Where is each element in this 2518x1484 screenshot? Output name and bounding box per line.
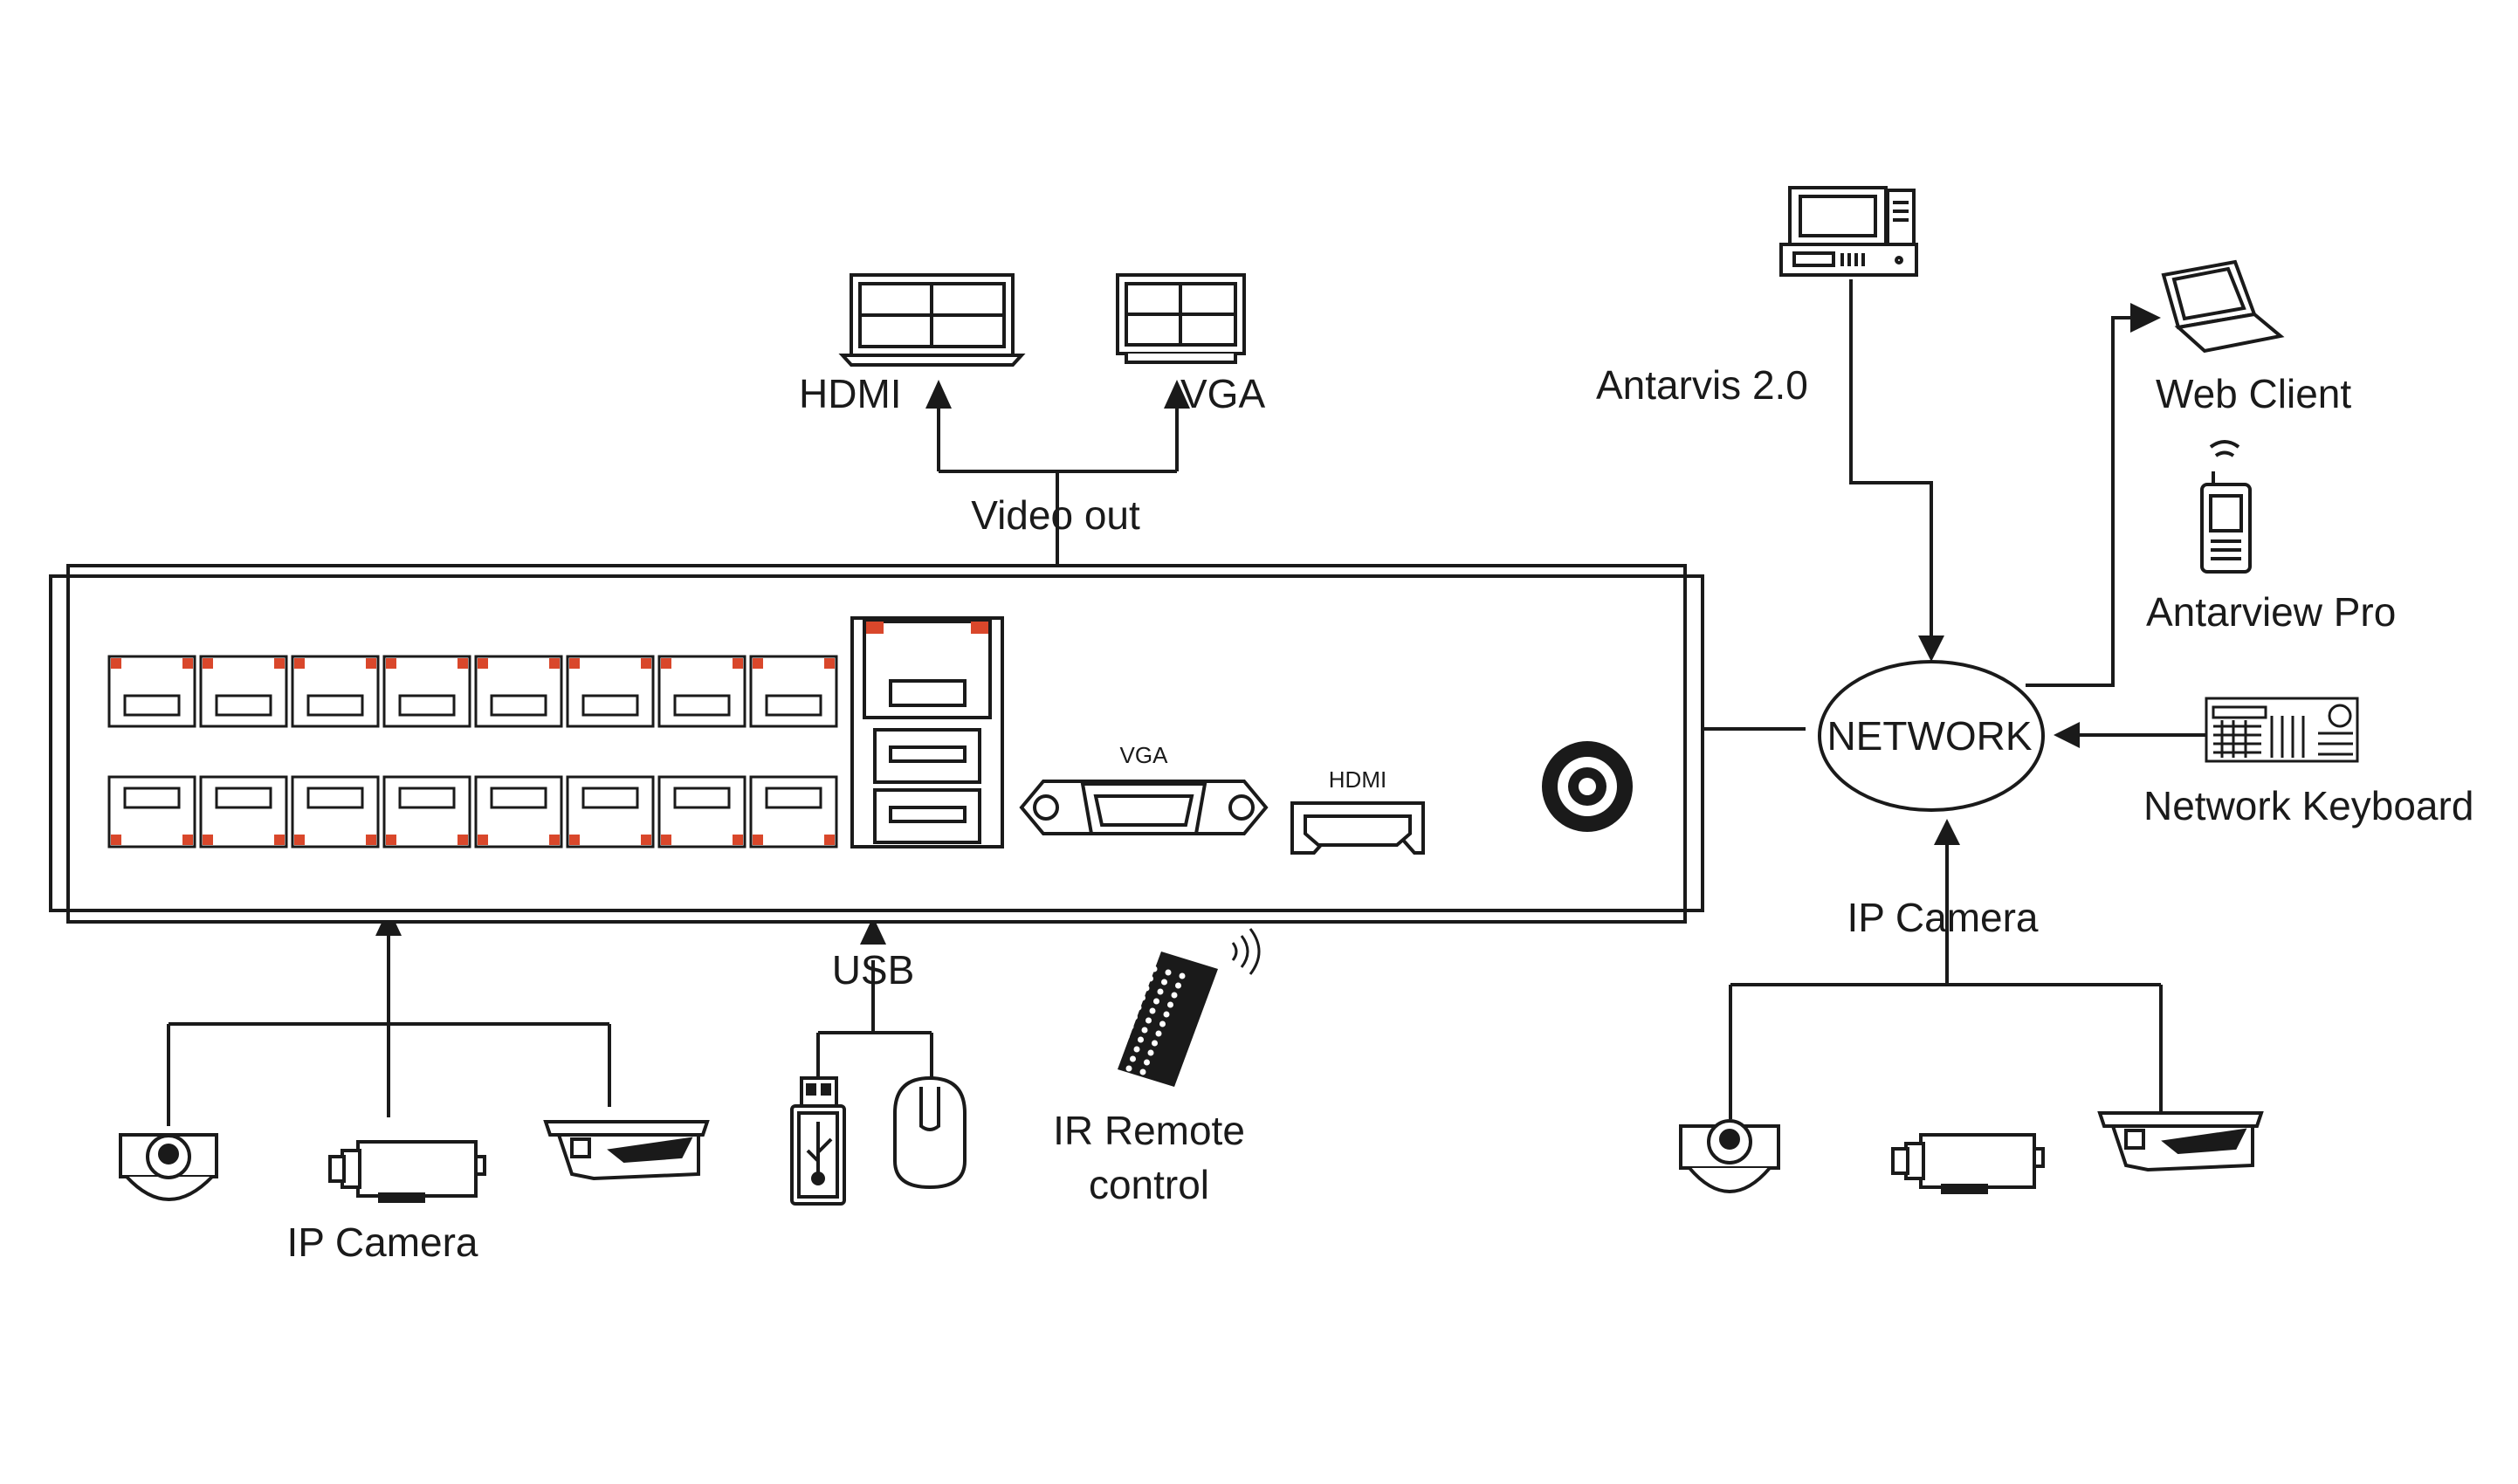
poe-port	[199, 655, 288, 728]
arrow-right-web-client	[2130, 303, 2161, 333]
mouse-icon	[893, 1075, 967, 1190]
video-out-label: Video out	[971, 492, 1140, 538]
remote-control-icon	[1111, 928, 1261, 1087]
arrow-left-keyboard	[2054, 722, 2080, 748]
antarview-pro-label: Antarview Pro	[2146, 589, 2397, 635]
hdmi-monitor-icon	[838, 273, 1026, 367]
web-client-label: Web Client	[2156, 371, 2352, 416]
keyboard-controller-icon	[2205, 697, 2359, 763]
laptop-icon	[2161, 259, 2285, 354]
mobile-phone-icon	[2200, 440, 2252, 574]
poe-port	[749, 655, 838, 728]
dome-camera-icon	[119, 1133, 218, 1201]
arrow-up-vga	[1164, 380, 1190, 409]
panel-vga-label: VGA	[1119, 742, 1168, 768]
network-node	[1818, 660, 2045, 812]
box-camera-right-icon	[1891, 1133, 2045, 1194]
vga-monitor-icon	[1116, 273, 1246, 364]
dome-camera-right-icon	[1679, 1119, 1780, 1193]
antarvis-label: Antarvis 2.0	[1596, 362, 1808, 408]
network-label: NETWORK	[1827, 713, 2033, 759]
ir-remote-label-line1: IR Remote	[1053, 1108, 1245, 1153]
arrowheads	[375, 303, 2161, 945]
poe-port	[382, 775, 471, 848]
poe-port	[107, 655, 196, 728]
bullet-camera-right-icon	[2097, 1111, 2264, 1172]
hdmi-port-icon	[1290, 801, 1425, 855]
poe-port	[474, 775, 563, 848]
network-keyboard-label: Network Keyboard	[2143, 783, 2474, 828]
arrow-down-network	[1918, 636, 1944, 662]
poe-port-array	[107, 655, 838, 848]
poe-port	[566, 655, 655, 728]
poe-port	[199, 775, 288, 848]
box-camera-icon	[328, 1140, 486, 1203]
vga-output-label: VGA	[1180, 371, 1266, 416]
poe-port	[566, 775, 655, 848]
arrow-up-network	[1934, 819, 1960, 845]
arrow-up-hdmi	[925, 380, 952, 409]
poe-port	[474, 655, 563, 728]
arrow-up-nvr-usb	[860, 917, 886, 945]
poe-port	[107, 775, 196, 848]
usb-drive-icon	[790, 1076, 846, 1206]
connection-lines	[167, 279, 2206, 1126]
ir-remote-label-line2: control	[1088, 1162, 1210, 1207]
bnc-connector-icon	[1542, 741, 1633, 832]
ip-camera-right-label: IP Camera	[1847, 895, 2039, 940]
hdmi-output-label: HDMI	[799, 371, 902, 416]
panel-hdmi-label: HDMI	[1328, 766, 1387, 793]
poe-port	[291, 775, 380, 848]
usb-label: USB	[831, 947, 915, 993]
poe-port	[749, 775, 838, 848]
lan-usb-block	[850, 616, 1004, 848]
bullet-camera-icon	[543, 1120, 710, 1181]
ip-camera-left-label: IP Camera	[286, 1219, 478, 1265]
poe-port	[291, 655, 380, 728]
vga-port-icon	[1019, 780, 1269, 835]
poe-port	[657, 775, 746, 848]
desktop-computer-icon	[1779, 186, 1918, 277]
poe-port	[657, 655, 746, 728]
poe-port	[382, 655, 471, 728]
